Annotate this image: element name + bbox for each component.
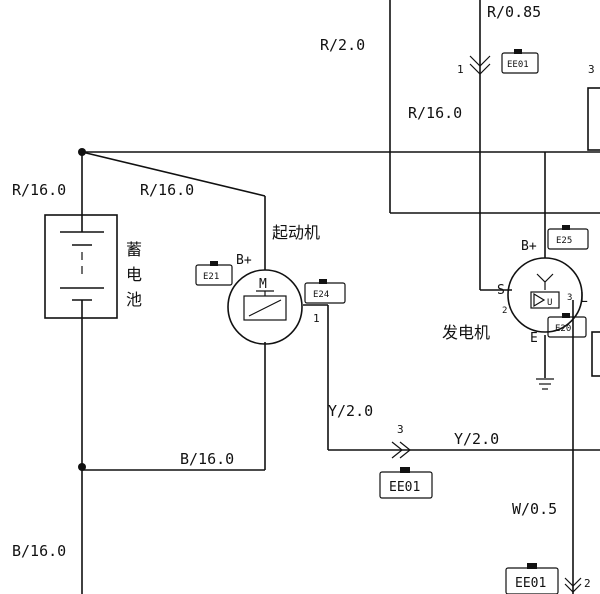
wire-battery-to-starter-diag bbox=[81, 151, 266, 197]
starter-label: 起动机 bbox=[272, 223, 320, 242]
connector-e24 bbox=[304, 279, 346, 304]
connector-e21 bbox=[195, 261, 233, 286]
battery-label-2: 电 bbox=[126, 265, 142, 284]
pin-2-bottom: 2 bbox=[584, 577, 591, 590]
wire-label-r-16-0-left: R/16.0 bbox=[12, 181, 66, 199]
connector-e21-label: E21 bbox=[203, 272, 219, 282]
connector-arrow-3a bbox=[391, 441, 403, 459]
pin-1-starter: 1 bbox=[313, 312, 320, 325]
battery-box bbox=[44, 214, 118, 319]
pin-1-top: 1 bbox=[457, 63, 464, 76]
starter-solenoid-diag bbox=[248, 299, 282, 317]
wire-label-y-2-0-horiz: Y/2.0 bbox=[454, 430, 499, 448]
connector-arrow-2b bbox=[564, 583, 582, 593]
battery-label-3: 池 bbox=[126, 290, 142, 309]
wire-label-b-16-0-mid: B/16.0 bbox=[180, 450, 234, 468]
pin-2-s: 2 bbox=[502, 306, 507, 316]
partial-box-right-top bbox=[587, 87, 600, 151]
wire-label-b-16-0-bottom: B/16.0 bbox=[12, 542, 66, 560]
connector-arrow-1b bbox=[469, 63, 491, 75]
connector-ee01-top bbox=[501, 49, 539, 74]
connector-arrow-2a bbox=[564, 577, 582, 587]
pin-3-y: 3 bbox=[397, 423, 404, 436]
generator-u: U bbox=[547, 298, 552, 308]
generator-diode bbox=[533, 292, 546, 308]
pin-3-right: 3 bbox=[588, 63, 595, 76]
generator-s: S bbox=[497, 283, 505, 298]
generator-y-symbol bbox=[536, 273, 554, 290]
wire-label-r-16-0-top: R/16.0 bbox=[408, 104, 462, 122]
generator-l: L bbox=[580, 291, 588, 306]
generator-label: 发电机 bbox=[442, 323, 490, 342]
wire-label-r-0-85: R/0.85 bbox=[487, 3, 541, 21]
connector-ee01-mid bbox=[379, 467, 433, 499]
starter-motor-circle bbox=[227, 269, 303, 345]
partial-box-right-mid bbox=[591, 331, 600, 377]
connector-ee01-top-label: EE01 bbox=[507, 60, 529, 70]
connector-ee01-mid-label: EE01 bbox=[389, 480, 420, 495]
connector-e20 bbox=[547, 313, 587, 338]
connector-e25-label: E25 bbox=[556, 236, 572, 246]
starter-m-letter: M bbox=[259, 277, 267, 292]
connector-e24-label: E24 bbox=[313, 290, 329, 300]
connector-ee01-bottom-label: EE01 bbox=[515, 576, 546, 591]
starter-bplus: B+ bbox=[236, 253, 252, 268]
battery-label-1: 蓄 bbox=[126, 240, 142, 259]
generator-circle bbox=[507, 257, 583, 333]
connector-e20-label: E20 bbox=[555, 324, 571, 334]
connector-e25 bbox=[547, 225, 589, 250]
wire-label-r-2-0: R/2.0 bbox=[320, 36, 365, 54]
wire-label-w-0-5: W/0.5 bbox=[512, 500, 557, 518]
connector-arrow-1a bbox=[469, 55, 491, 67]
junction-dot-bottom bbox=[78, 463, 86, 471]
generator-bplus: B+ bbox=[521, 239, 537, 254]
generator-regulator-box bbox=[530, 291, 560, 309]
wire-label-y-2-0-vert: Y/2.0 bbox=[328, 402, 373, 420]
connector-ee01-bottom bbox=[505, 563, 559, 594]
wire-label-r-16-0-diag: R/16.0 bbox=[140, 181, 194, 199]
connector-arrow-3b bbox=[399, 441, 411, 459]
generator-e: E bbox=[530, 331, 538, 346]
pin-3-l: 3 bbox=[567, 293, 572, 303]
